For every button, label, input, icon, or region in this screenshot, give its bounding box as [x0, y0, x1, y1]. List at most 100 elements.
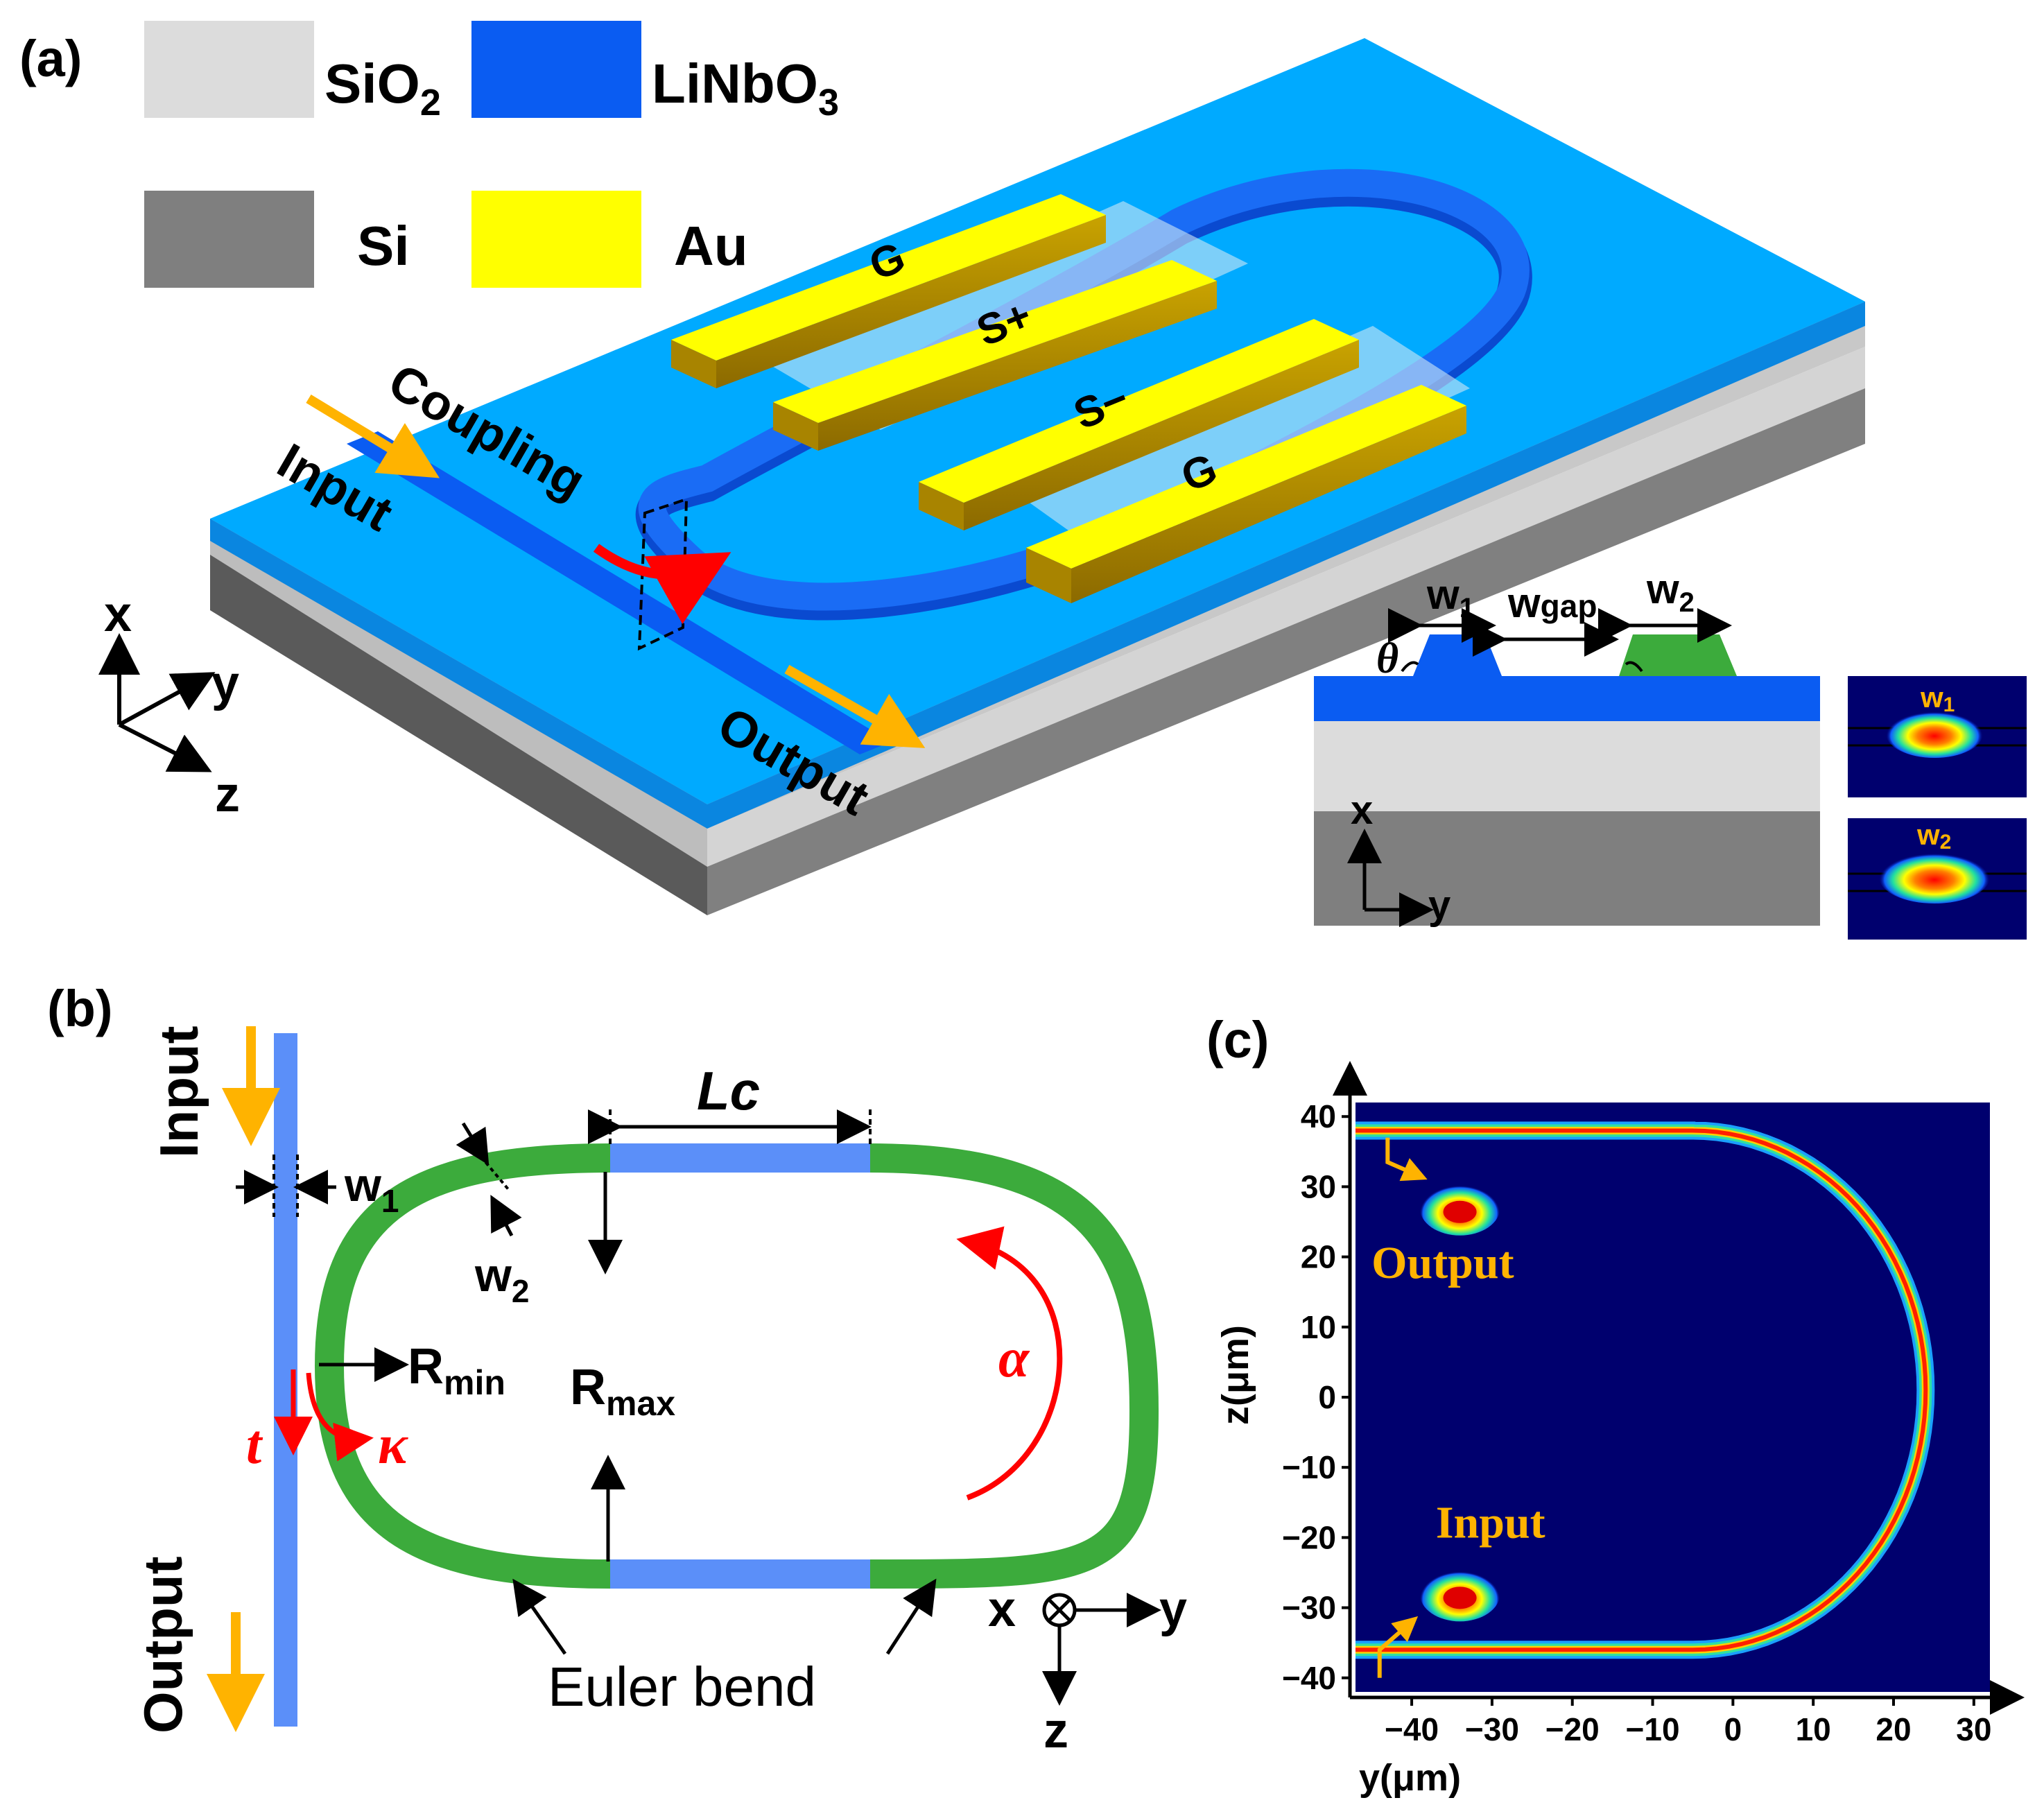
- rmax-label: Rmax: [570, 1360, 675, 1423]
- mode-spot-core-output: [1443, 1200, 1477, 1223]
- xs-wgap-label: wgap: [1507, 580, 1597, 626]
- input-label-heatmap: Input: [1436, 1497, 1545, 1548]
- xs-theta-label: θ: [1376, 635, 1398, 682]
- output-arrow-3d: [784, 664, 926, 748]
- electrode-g1-side-left: [671, 340, 716, 388]
- coupling-region-box: [637, 497, 688, 651]
- electrode-s-minus-side-left: [919, 482, 964, 530]
- euler-bend-label: Euler bend: [548, 1656, 816, 1718]
- panel-label-c: (c): [1206, 1011, 1269, 1069]
- xs-axis-x-label: x: [1351, 788, 1373, 833]
- x-tick-label: 20: [1876, 1711, 1911, 1747]
- y-tick-label: −20: [1282, 1519, 1336, 1555]
- x-tick-label: −30: [1465, 1711, 1519, 1747]
- xs-rib-w2: [1619, 634, 1737, 676]
- xs-theta-arc-2: [1625, 661, 1643, 673]
- panel-b: (b) Input Output w1 w2 Lc Rmax: [47, 980, 1187, 1758]
- electrode-s-plus-side-left: [773, 402, 818, 451]
- axes-3d: x y z: [98, 587, 240, 822]
- xs-theta-arc: [1401, 661, 1419, 673]
- mode-inset-w2-label: w2: [1916, 818, 1951, 854]
- panel-label-b: (b): [47, 980, 113, 1037]
- axis-x-label-2d: x: [988, 1582, 1016, 1637]
- legend-swatch-si: [144, 191, 314, 288]
- w1-label-2d: w1: [344, 1159, 399, 1219]
- y-tick-label: 20: [1301, 1239, 1336, 1275]
- w2-label-2d: w2: [474, 1249, 530, 1309]
- euler-arrow-left: [512, 1578, 567, 1655]
- electrode-s-minus-top: [919, 319, 1359, 503]
- w2-arrow-bottom: [490, 1195, 522, 1237]
- axis-z-3d: [118, 723, 212, 772]
- mode-spot-core-input: [1443, 1586, 1477, 1609]
- xs-linbo3-slab: [1314, 676, 1820, 721]
- axis-y-3d: [118, 672, 216, 727]
- w2-arrow-top: [456, 1122, 490, 1166]
- electrode-s-plus-side-front: [818, 281, 1217, 451]
- racetrack-euler: [314, 1143, 1159, 1589]
- bus-waveguide: [347, 431, 891, 754]
- mode-inset-w1-spot: [1886, 709, 1983, 758]
- xs-rib-w1: [1413, 634, 1502, 676]
- y-axis-label: z(μm): [1215, 1325, 1256, 1425]
- kappa-arrow: [306, 1372, 374, 1462]
- xs-axis-y-label: y: [1428, 883, 1450, 928]
- y-tick-label: −40: [1282, 1660, 1336, 1696]
- mode-inset-w2-spot: [1879, 851, 1990, 904]
- axis-y-label-2d: y: [1159, 1582, 1187, 1637]
- x-axis-label: y(μm): [1359, 1757, 1461, 1799]
- slab-front-right-si: [707, 388, 1865, 915]
- xs-w1-label: w1: [1426, 571, 1475, 623]
- euler-arrow-right: [885, 1578, 937, 1655]
- electrode-g1-side-front: [716, 215, 1106, 388]
- kappa-label: κ: [378, 1415, 408, 1476]
- legend-swatch-linbo3: [471, 21, 641, 118]
- output-direction-arrow: [1385, 1137, 1428, 1182]
- axis-x-label-3d: x: [104, 587, 132, 642]
- output-label-2d: Output: [132, 1556, 193, 1733]
- y-tick-label: 30: [1301, 1168, 1336, 1204]
- slab-front-left-si: [210, 555, 707, 915]
- electrode-g2-side-left: [1026, 548, 1071, 603]
- slab-top-edge-left: [210, 519, 707, 829]
- x-tick-label: −20: [1545, 1711, 1600, 1747]
- axis-x-cross-2: [1048, 1598, 1071, 1622]
- coupling-red-arrow: [593, 544, 731, 624]
- straight-top: [610, 1143, 870, 1173]
- x-tick-label: 30: [1956, 1711, 1991, 1747]
- electrode-cladding-2: [1005, 326, 1470, 555]
- cross-section-inset: w1 wgap w2 θ x y: [1314, 566, 1820, 928]
- electrodes: G S+ S− G: [671, 194, 1466, 603]
- electrode-g1-top: [671, 194, 1106, 361]
- electrode-s-minus-side-front: [964, 340, 1359, 530]
- x-tick-label: −40: [1385, 1711, 1439, 1747]
- panel-a: (a) SiO2 LiNbO3 Si Au: [19, 21, 2027, 940]
- x-tick-label: 10: [1796, 1711, 1831, 1747]
- axis-z-label-2d: z: [1043, 1703, 1068, 1758]
- alpha-label: α: [998, 1328, 1030, 1389]
- electrode-s-plus-top: [773, 260, 1217, 423]
- electrode-g2-side-front: [1071, 406, 1466, 603]
- axis-z-label-3d: z: [215, 767, 240, 822]
- mode-inset-w1-label: w1: [1920, 681, 1955, 716]
- input-direction-arrow: [1377, 1616, 1419, 1678]
- slab-top-edge-right: [707, 302, 1865, 829]
- x-tick-label: −10: [1626, 1711, 1680, 1747]
- legend-label-au: Au: [674, 215, 748, 277]
- input-label-2d: Input: [148, 1026, 209, 1158]
- electrode-g2-top: [1026, 385, 1466, 569]
- y-tick-label: −30: [1282, 1590, 1336, 1626]
- t-label: t: [246, 1415, 263, 1476]
- legend-swatch-sio2: [144, 21, 314, 118]
- legend-label-linbo3: LiNbO3: [652, 53, 839, 123]
- mode-inset-w2: w2: [1848, 818, 2027, 940]
- panel-label-a: (a): [19, 30, 82, 87]
- axis-y-label-3d: y: [211, 656, 239, 711]
- output-label-heatmap: Output: [1371, 1238, 1514, 1288]
- waveguide-core: [1355, 1128, 1928, 1652]
- axes-2d: x y z: [988, 1582, 1187, 1758]
- input-arrow-3d: [306, 395, 440, 478]
